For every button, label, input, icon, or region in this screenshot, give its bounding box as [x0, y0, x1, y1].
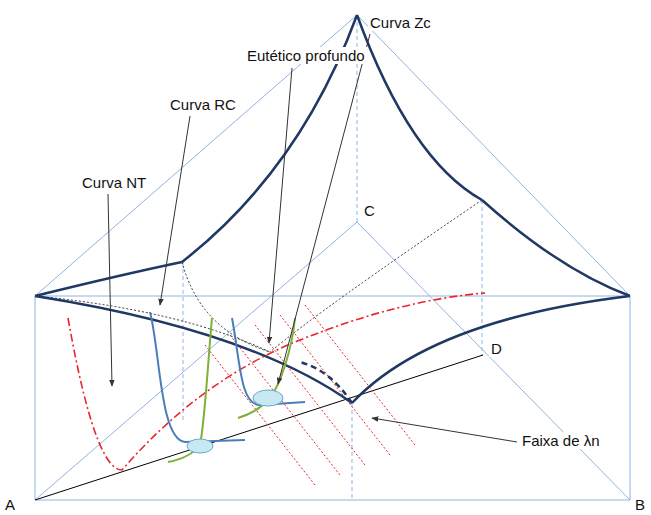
- frame-line: [35, 296, 36, 500]
- leader-line: [278, 34, 370, 384]
- zc-curves: [168, 318, 295, 462]
- intersection-ellipse: [253, 390, 283, 406]
- eutectic-label: Eutético profundo: [245, 47, 367, 64]
- intersection-ellipse: [187, 439, 213, 453]
- rc-line: [150, 312, 245, 442]
- valley-line: [270, 200, 482, 352]
- curve-label: Curva RC: [168, 96, 238, 113]
- zc-line: [168, 318, 212, 462]
- eutectic-valleys: [35, 200, 482, 352]
- frame-line: [35, 222, 630, 500]
- frame-line: [35, 500, 630, 501]
- leader-lines: [108, 34, 517, 442]
- band-line: [305, 305, 415, 445]
- curve-label: Curva NT: [80, 174, 148, 191]
- valley-line: [182, 262, 270, 352]
- curve-label: Curva Zc: [368, 14, 433, 31]
- band-label: Faixa de λn: [520, 432, 602, 449]
- band-line: [205, 345, 315, 485]
- liquidus-line: [35, 262, 182, 296]
- liquidus-line: [357, 15, 482, 200]
- leader-line: [372, 418, 517, 442]
- band-line: [280, 315, 390, 455]
- leader-line: [269, 68, 292, 343]
- prism-frame: [35, 15, 630, 500]
- frame-line: [352, 403, 353, 500]
- liquidus-curves: [35, 15, 630, 403]
- vertex-label: B: [633, 496, 647, 513]
- liquidus-line: [482, 200, 630, 296]
- frame-line: [482, 200, 483, 355]
- frame-line: [630, 296, 631, 500]
- vertex-label: C: [362, 202, 377, 219]
- zc-line: [238, 318, 295, 418]
- join-line: [35, 355, 483, 500]
- lambda-band: [205, 305, 415, 485]
- vertex-label: A: [3, 496, 17, 513]
- frame-line: [35, 296, 630, 297]
- leader-line: [108, 194, 112, 386]
- liquidus-line: [300, 362, 352, 403]
- leader-line: [160, 116, 190, 305]
- rc-curves: [150, 312, 305, 442]
- frame-line: [183, 262, 184, 420]
- liquidus-line: [352, 296, 630, 403]
- nt-curve: [68, 293, 485, 470]
- vertex-label: D: [489, 340, 504, 357]
- frame-line: [35, 15, 630, 296]
